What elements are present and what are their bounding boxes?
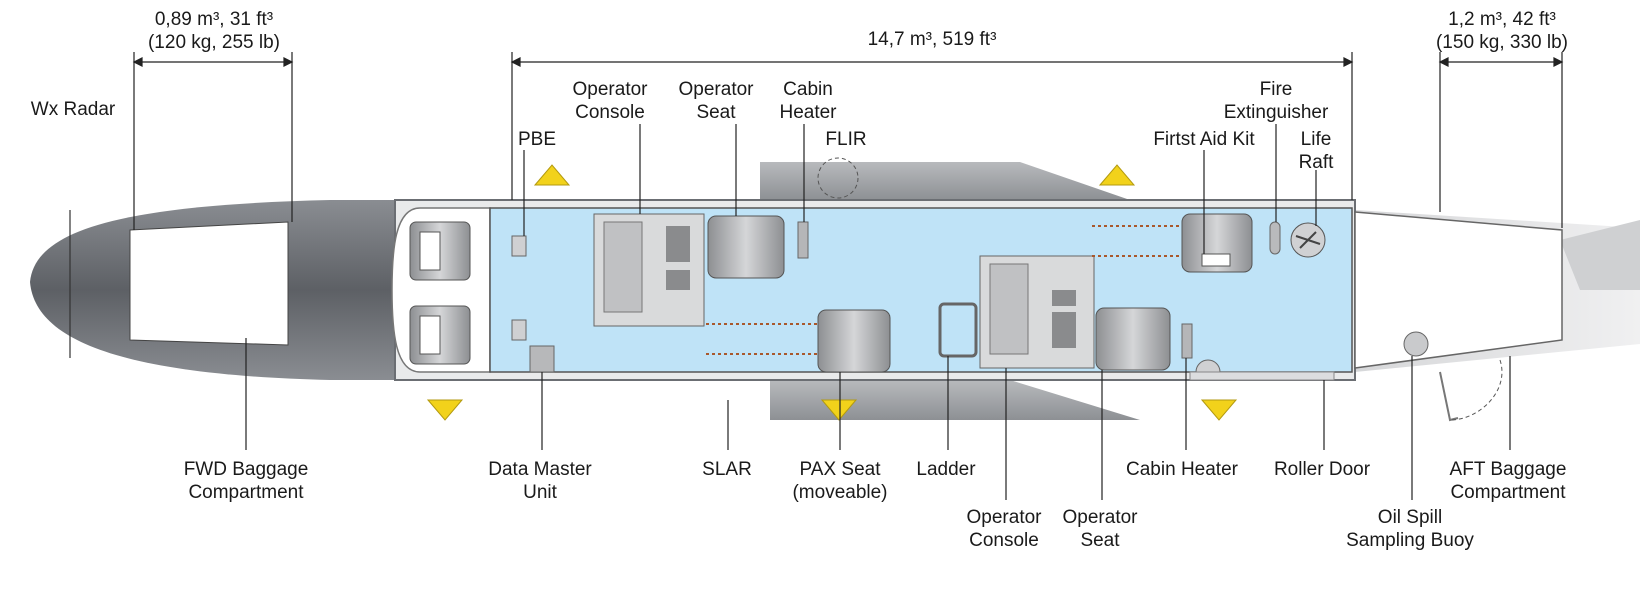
cabin-dimension: 14,7 m³, 519 ft³ <box>867 29 997 50</box>
exit-marker-4 <box>820 399 858 421</box>
aft-seat <box>1181 213 1253 273</box>
operator-console-fwd <box>593 213 705 327</box>
ladder-label: Ladder <box>916 459 976 480</box>
fire-extinguisher-shape <box>1269 221 1281 255</box>
cabin-heater-bottom-label: Cabin Heater <box>1126 459 1238 480</box>
wing-lower <box>770 380 1140 420</box>
first-aid-kit-label: Firtst Aid Kit <box>1153 129 1255 150</box>
operator-console-aft <box>979 255 1095 369</box>
wx-radar-label: Wx Radar <box>30 99 116 120</box>
roller-door-label: Roller Door <box>1273 459 1371 480</box>
tail-fin <box>1560 220 1640 290</box>
cockpit-seat-lower <box>409 305 471 365</box>
operator-seat-aft <box>1095 307 1171 371</box>
flir-label: FLIR <box>825 129 867 150</box>
slar-label: SLAR <box>702 459 752 480</box>
wing-upper <box>760 162 1130 200</box>
pax-seat-label: PAX Seat(moveable) <box>792 459 888 503</box>
pbe-label: PBE <box>517 129 557 150</box>
cockpit-seat-upper <box>409 221 471 281</box>
exit-marker-5 <box>1200 399 1238 421</box>
exit-marker-2 <box>1098 164 1136 186</box>
oil-spill-buoy-shape <box>1403 331 1429 357</box>
pax-seat <box>817 309 891 373</box>
exit-marker-1 <box>533 164 571 186</box>
operator-seat-fwd <box>707 215 785 279</box>
exit-marker-3 <box>426 399 464 421</box>
ladder-shape <box>938 302 978 358</box>
fwd-dimension: 0,89 m³, 31 ft³(120 kg, 255 lb) <box>147 9 281 53</box>
aft-dimension: 1,2 m³, 42 ft³(150 kg, 330 lb) <box>1435 9 1569 53</box>
roller-door-strip <box>1189 371 1335 381</box>
